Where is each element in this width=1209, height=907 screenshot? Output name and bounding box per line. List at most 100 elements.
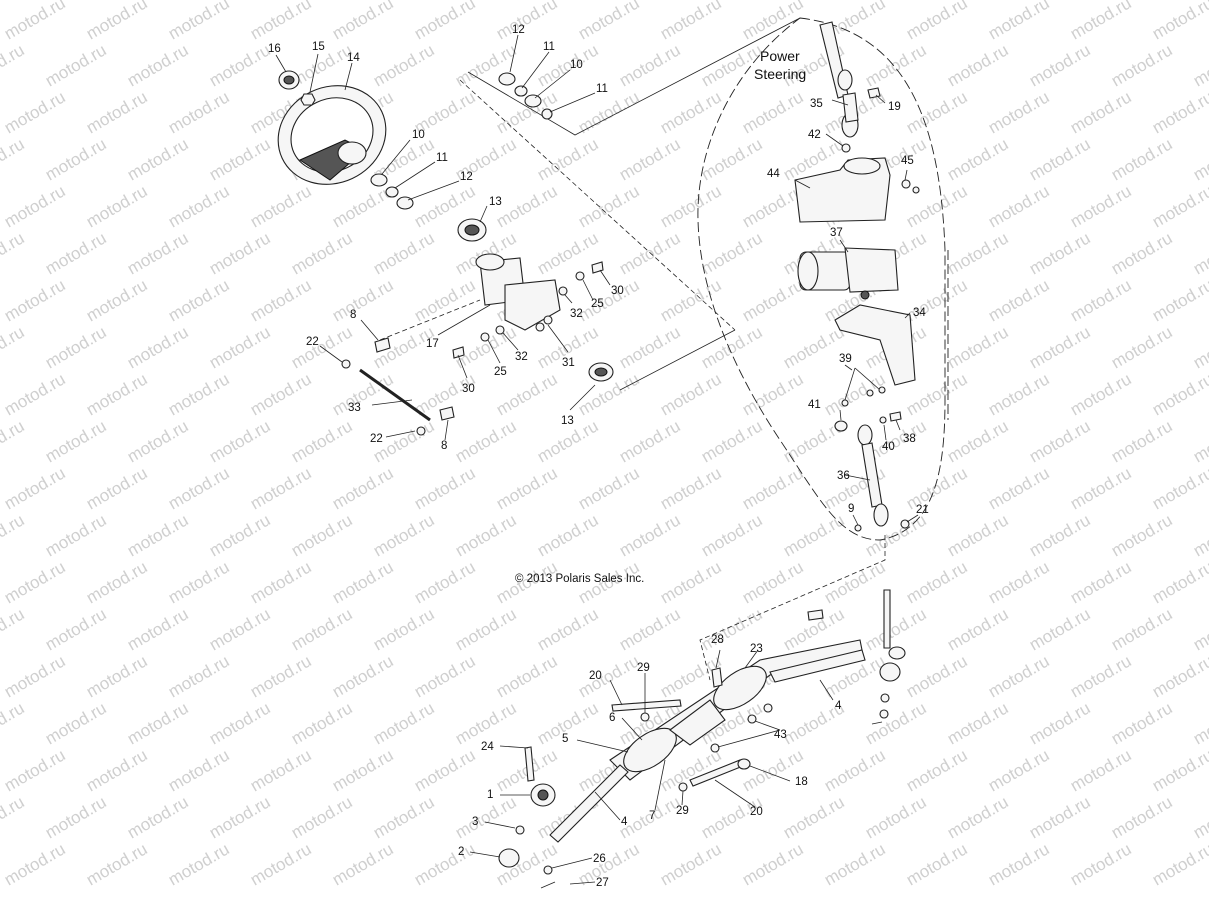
clip-45 xyxy=(901,179,911,189)
rack-nuts-43 xyxy=(710,703,773,753)
rack-housing xyxy=(609,639,863,781)
callout-40: 40 xyxy=(882,441,895,453)
clip-45b xyxy=(912,186,920,194)
wheel-nut xyxy=(300,93,316,106)
callout-11a: 11 xyxy=(543,41,555,53)
callout-20b: 20 xyxy=(750,806,763,818)
ps-upper-housing xyxy=(794,157,891,223)
rack-mount-bolt-20-lower xyxy=(689,758,751,787)
inset-title-steering: Steering xyxy=(754,66,806,82)
callout-8a: 8 xyxy=(350,309,356,321)
tie-rod-end-left xyxy=(498,746,556,889)
callout-41: 41 xyxy=(808,399,821,411)
callout-13b: 13 xyxy=(561,415,574,427)
callout-26: 26 xyxy=(593,853,606,865)
bracket-hardware xyxy=(452,261,604,359)
callout-28: 28 xyxy=(711,634,724,646)
callout-20a: 20 xyxy=(589,670,602,682)
callout-labels: 16 15 14 12 11 10 11 10 11 12 13 17 8 22… xyxy=(268,24,929,889)
washer-41 xyxy=(834,420,848,432)
callout-8b: 8 xyxy=(441,440,447,452)
pivot-pin-upper xyxy=(374,337,391,353)
callout-30b: 30 xyxy=(611,285,624,297)
callout-7: 7 xyxy=(649,810,655,822)
callout-35: 35 xyxy=(810,98,823,110)
callout-36: 36 xyxy=(837,470,850,482)
column-washers-lower xyxy=(370,173,487,242)
callout-4b: 4 xyxy=(621,816,628,828)
callout-44: 44 xyxy=(767,168,780,180)
callout-31: 31 xyxy=(562,357,575,369)
connector-line-rack xyxy=(699,535,886,681)
connector-line-top xyxy=(467,17,801,136)
connector-line-bottom xyxy=(619,329,736,391)
pin-guide-line xyxy=(379,299,481,341)
callout-22b: 22 xyxy=(370,433,383,445)
callout-11b: 11 xyxy=(596,83,608,95)
callout-11c: 11 xyxy=(436,152,448,164)
callout-6: 6 xyxy=(609,712,615,724)
callout-1: 1 xyxy=(487,789,493,801)
callout-16: 16 xyxy=(268,43,281,55)
connector-line-diagonal xyxy=(459,79,736,331)
ps-mount-bracket xyxy=(834,304,916,386)
rack-mount-bolt-20-upper xyxy=(611,699,682,712)
steering-wheel xyxy=(277,85,387,185)
inset-title-power: Power xyxy=(760,48,800,64)
callout-38: 38 xyxy=(903,433,916,445)
callout-37: 37 xyxy=(830,227,843,239)
callout-9: 9 xyxy=(848,503,854,515)
column-washers-upper xyxy=(498,72,553,120)
power-steering-inset-outline xyxy=(697,17,946,541)
tilt-link-rod xyxy=(341,359,455,436)
copyright-notice: © 2013 Polaris Sales Inc. xyxy=(515,573,644,585)
callout-3: 3 xyxy=(472,816,478,828)
lower-shaft-36 xyxy=(857,424,889,527)
callout-17: 17 xyxy=(426,338,439,350)
callout-leaders xyxy=(275,34,919,885)
callout-34: 34 xyxy=(913,307,926,319)
callout-19: 19 xyxy=(888,101,901,113)
bracket-bolts-39 xyxy=(841,367,886,407)
callout-33: 33 xyxy=(348,402,361,414)
callout-32a: 32 xyxy=(515,351,528,363)
callout-12a: 12 xyxy=(512,24,525,36)
tie-rod-end-right xyxy=(807,589,906,725)
pin-9 xyxy=(854,524,862,532)
callout-42: 42 xyxy=(808,129,821,141)
callout-24: 24 xyxy=(481,741,494,753)
tie-rod-right xyxy=(769,649,866,683)
callout-10b: 10 xyxy=(412,129,425,141)
nut-42 xyxy=(841,143,851,153)
bearing-lower xyxy=(588,362,614,382)
ps-motor-unit xyxy=(797,247,899,300)
bolt-38-40 xyxy=(879,411,902,424)
callout-22a: 22 xyxy=(306,336,319,348)
callout-2: 2 xyxy=(458,846,464,858)
tie-rod-left xyxy=(549,764,629,843)
callout-12b: 12 xyxy=(460,171,473,183)
callout-10a: 10 xyxy=(570,59,583,71)
upper-u-joint xyxy=(819,21,859,138)
callout-18: 18 xyxy=(795,776,808,788)
callout-5: 5 xyxy=(562,733,568,745)
rack-clip-28 xyxy=(711,667,723,688)
callout-45: 45 xyxy=(901,155,914,167)
callout-25b: 25 xyxy=(591,298,604,310)
callout-29a: 29 xyxy=(637,662,650,674)
callout-15: 15 xyxy=(312,41,325,53)
callout-23: 23 xyxy=(750,643,763,655)
callout-39: 39 xyxy=(839,353,852,365)
callout-32b: 32 xyxy=(570,308,583,320)
callout-27: 27 xyxy=(596,877,609,889)
callout-25a: 25 xyxy=(494,366,507,378)
callout-29b: 29 xyxy=(676,805,689,817)
callout-21: 21 xyxy=(916,504,929,516)
callout-30a: 30 xyxy=(462,383,475,395)
callout-14: 14 xyxy=(347,52,360,64)
callout-4a: 4 xyxy=(835,700,842,712)
callout-43: 43 xyxy=(774,729,787,741)
wheel-cap xyxy=(278,70,300,90)
